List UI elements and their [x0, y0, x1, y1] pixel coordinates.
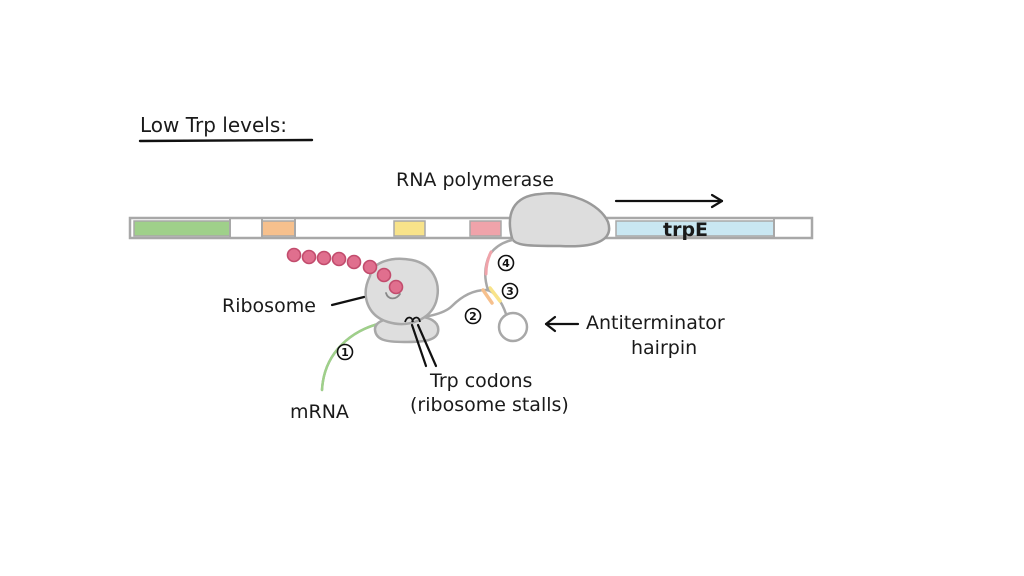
- amino-acid: [316, 250, 332, 266]
- region-marker-3: 3: [501, 282, 519, 300]
- amino-acid: [301, 249, 317, 265]
- amino-acid: [376, 267, 392, 283]
- trp-codon-mark: [411, 316, 421, 323]
- dna-strand: [128, 216, 814, 240]
- arrow-right-icon: [614, 193, 724, 209]
- antiterminator-label: Antiterminator: [586, 312, 725, 334]
- mrna-region-3: [488, 286, 502, 303]
- mrna-label: mRNA: [290, 401, 349, 423]
- amino-acid-chain: [286, 247, 404, 295]
- trpE-label: trpE: [663, 219, 708, 241]
- amino-acid: [362, 259, 378, 275]
- ribosome-trna-mark: [385, 292, 401, 300]
- dna-region-1: [133, 220, 231, 237]
- ribosome-pointer: [330, 295, 366, 307]
- trp-codons-pointer: [410, 323, 428, 368]
- region-number: 2: [469, 310, 477, 323]
- rna-polymerase-label: RNA polymerase: [396, 169, 554, 191]
- mrna-region-4: [484, 250, 493, 276]
- hairpin-label: hairpin: [631, 337, 697, 359]
- region-number: 1: [341, 346, 349, 359]
- mrna-region-2: [481, 288, 494, 305]
- ribosome-stalls-label: (ribosome stalls): [410, 394, 569, 416]
- region-marker-4: 4: [497, 254, 515, 272]
- region-marker-2: 2: [464, 307, 482, 325]
- amino-acid: [346, 254, 362, 270]
- amino-acid: [331, 251, 347, 267]
- dna-region-4: [469, 220, 502, 237]
- arrow-left-icon: [544, 315, 580, 333]
- trp-codons-pointer: [416, 323, 438, 368]
- diagram-title: Low Trp levels:: [140, 113, 287, 137]
- region-number: 3: [506, 285, 514, 298]
- region-marker-1: 1: [336, 343, 354, 361]
- amino-acid: [388, 279, 404, 295]
- antiterminator-hairpin-loop: [497, 311, 529, 343]
- dna-region-2: [261, 220, 296, 237]
- title-underline: [138, 138, 314, 143]
- ribosome-label: Ribosome: [222, 295, 316, 317]
- region-number: 4: [502, 257, 510, 270]
- amino-acid: [286, 247, 302, 263]
- trp-codons-label: Trp codons: [429, 370, 532, 392]
- rna-polymerase: [508, 192, 611, 248]
- dna-region-3: [393, 220, 426, 237]
